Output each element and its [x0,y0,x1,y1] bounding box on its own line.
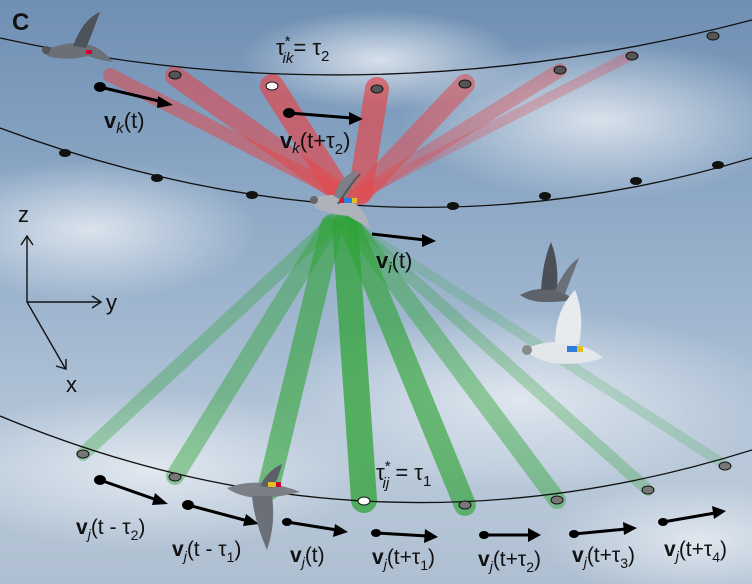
arrow-vk-t [94,82,173,108]
sky-clouds [0,10,752,584]
axis-x-label: x [66,372,77,397]
point [246,191,258,199]
arrow-vj-p2 [479,528,541,542]
red-beam [352,74,475,203]
label-vj-p3: vj(t+τ3) [572,544,635,571]
arrow-vj-m2 [94,475,168,505]
point [550,495,564,505]
point [447,202,459,210]
trajectory-j [0,415,752,504]
red-beam [357,50,637,198]
point [625,51,639,61]
point [357,496,371,506]
arrow-vk-t2 [283,108,363,125]
point [712,161,724,169]
point [59,149,71,157]
point [458,500,472,510]
axis-z-label: z [18,202,29,227]
arrow-vj-p3 [569,522,637,538]
point [718,461,732,471]
arrow-vj-t [282,518,348,537]
point [706,31,720,41]
axes [20,234,103,370]
point [265,81,279,91]
red-beams [103,50,637,205]
green-beam [339,214,476,516]
point [151,174,163,182]
arrow-vj-p1 [371,529,438,543]
panel-label: C [12,9,29,36]
point [539,192,551,200]
arrow-vi-t [371,232,436,247]
point [458,79,472,89]
point [553,65,567,75]
red-beam [260,74,352,205]
pigeon-icon [522,290,603,364]
point [630,177,642,185]
label-vj-t: vj(t) [290,544,325,570]
velocity-arrows [94,82,726,543]
point [370,84,384,94]
trajectory-k-points [168,31,720,94]
point [76,449,90,459]
tau-ik-annotation: τ*ik= τ2 [276,33,329,67]
trajectory-i [0,127,752,208]
tau-ij-annotation: τ*ij = τ1 [376,458,431,492]
green-beam [257,214,343,501]
arrow-vj-p4 [658,506,726,526]
pigeon-icon [227,464,300,550]
pigeon-icon [520,242,579,302]
point [168,70,182,80]
point [641,485,655,495]
red-beam [355,63,567,200]
red-beam [165,66,350,203]
green-beam [332,212,377,513]
axis-y-label: y [106,290,117,315]
green-beam [346,219,654,496]
pigeon-icon [42,12,113,62]
point [168,472,182,482]
red-beam [348,77,389,205]
green-beam [76,218,337,461]
label-vj-p2: vj(t+τ2) [478,548,541,575]
label-vi-t: vi(t) [376,248,412,277]
label-vk-t: vk(t) [104,108,145,137]
pigeon-icon [310,170,370,228]
green-beam [343,216,566,509]
green-beam [166,216,339,485]
label-vk-t2: vk(t+τ2) [280,128,350,158]
trajectory-i-points [59,149,724,210]
label-vj-p1: vj(t+τ1) [372,546,435,573]
label-vj-m1: vj(t - τ1) [172,538,241,565]
label-vj-p4: vj(t+τ4) [664,538,727,565]
label-vj-m2: vj(t - τ2) [76,516,145,543]
arrow-vj-m1 [182,500,259,526]
